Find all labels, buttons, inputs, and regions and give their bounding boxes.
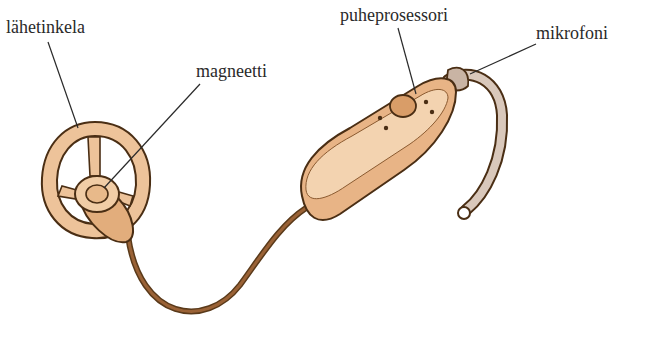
leader-line — [48, 42, 78, 128]
cable-core — [128, 208, 306, 311]
processor-button — [390, 95, 416, 117]
processor-dot — [424, 100, 428, 104]
cable — [128, 208, 306, 311]
part-label: mikrofoni — [536, 24, 608, 44]
part-label: lähetinkela — [6, 18, 85, 38]
coil-hub — [75, 176, 119, 212]
processor-top — [306, 89, 448, 198]
leader-line — [398, 28, 416, 94]
leader-line — [104, 84, 200, 188]
coil-spoke — [88, 137, 100, 176]
processor-dot — [430, 110, 434, 114]
part-label: magneetti — [196, 62, 267, 82]
hook-tip — [458, 207, 470, 219]
leader-line — [470, 44, 536, 74]
processor-dot — [384, 126, 388, 130]
processor-dot — [378, 116, 382, 120]
part-label: puheprosessori — [340, 6, 448, 26]
speech-processor — [301, 78, 456, 220]
